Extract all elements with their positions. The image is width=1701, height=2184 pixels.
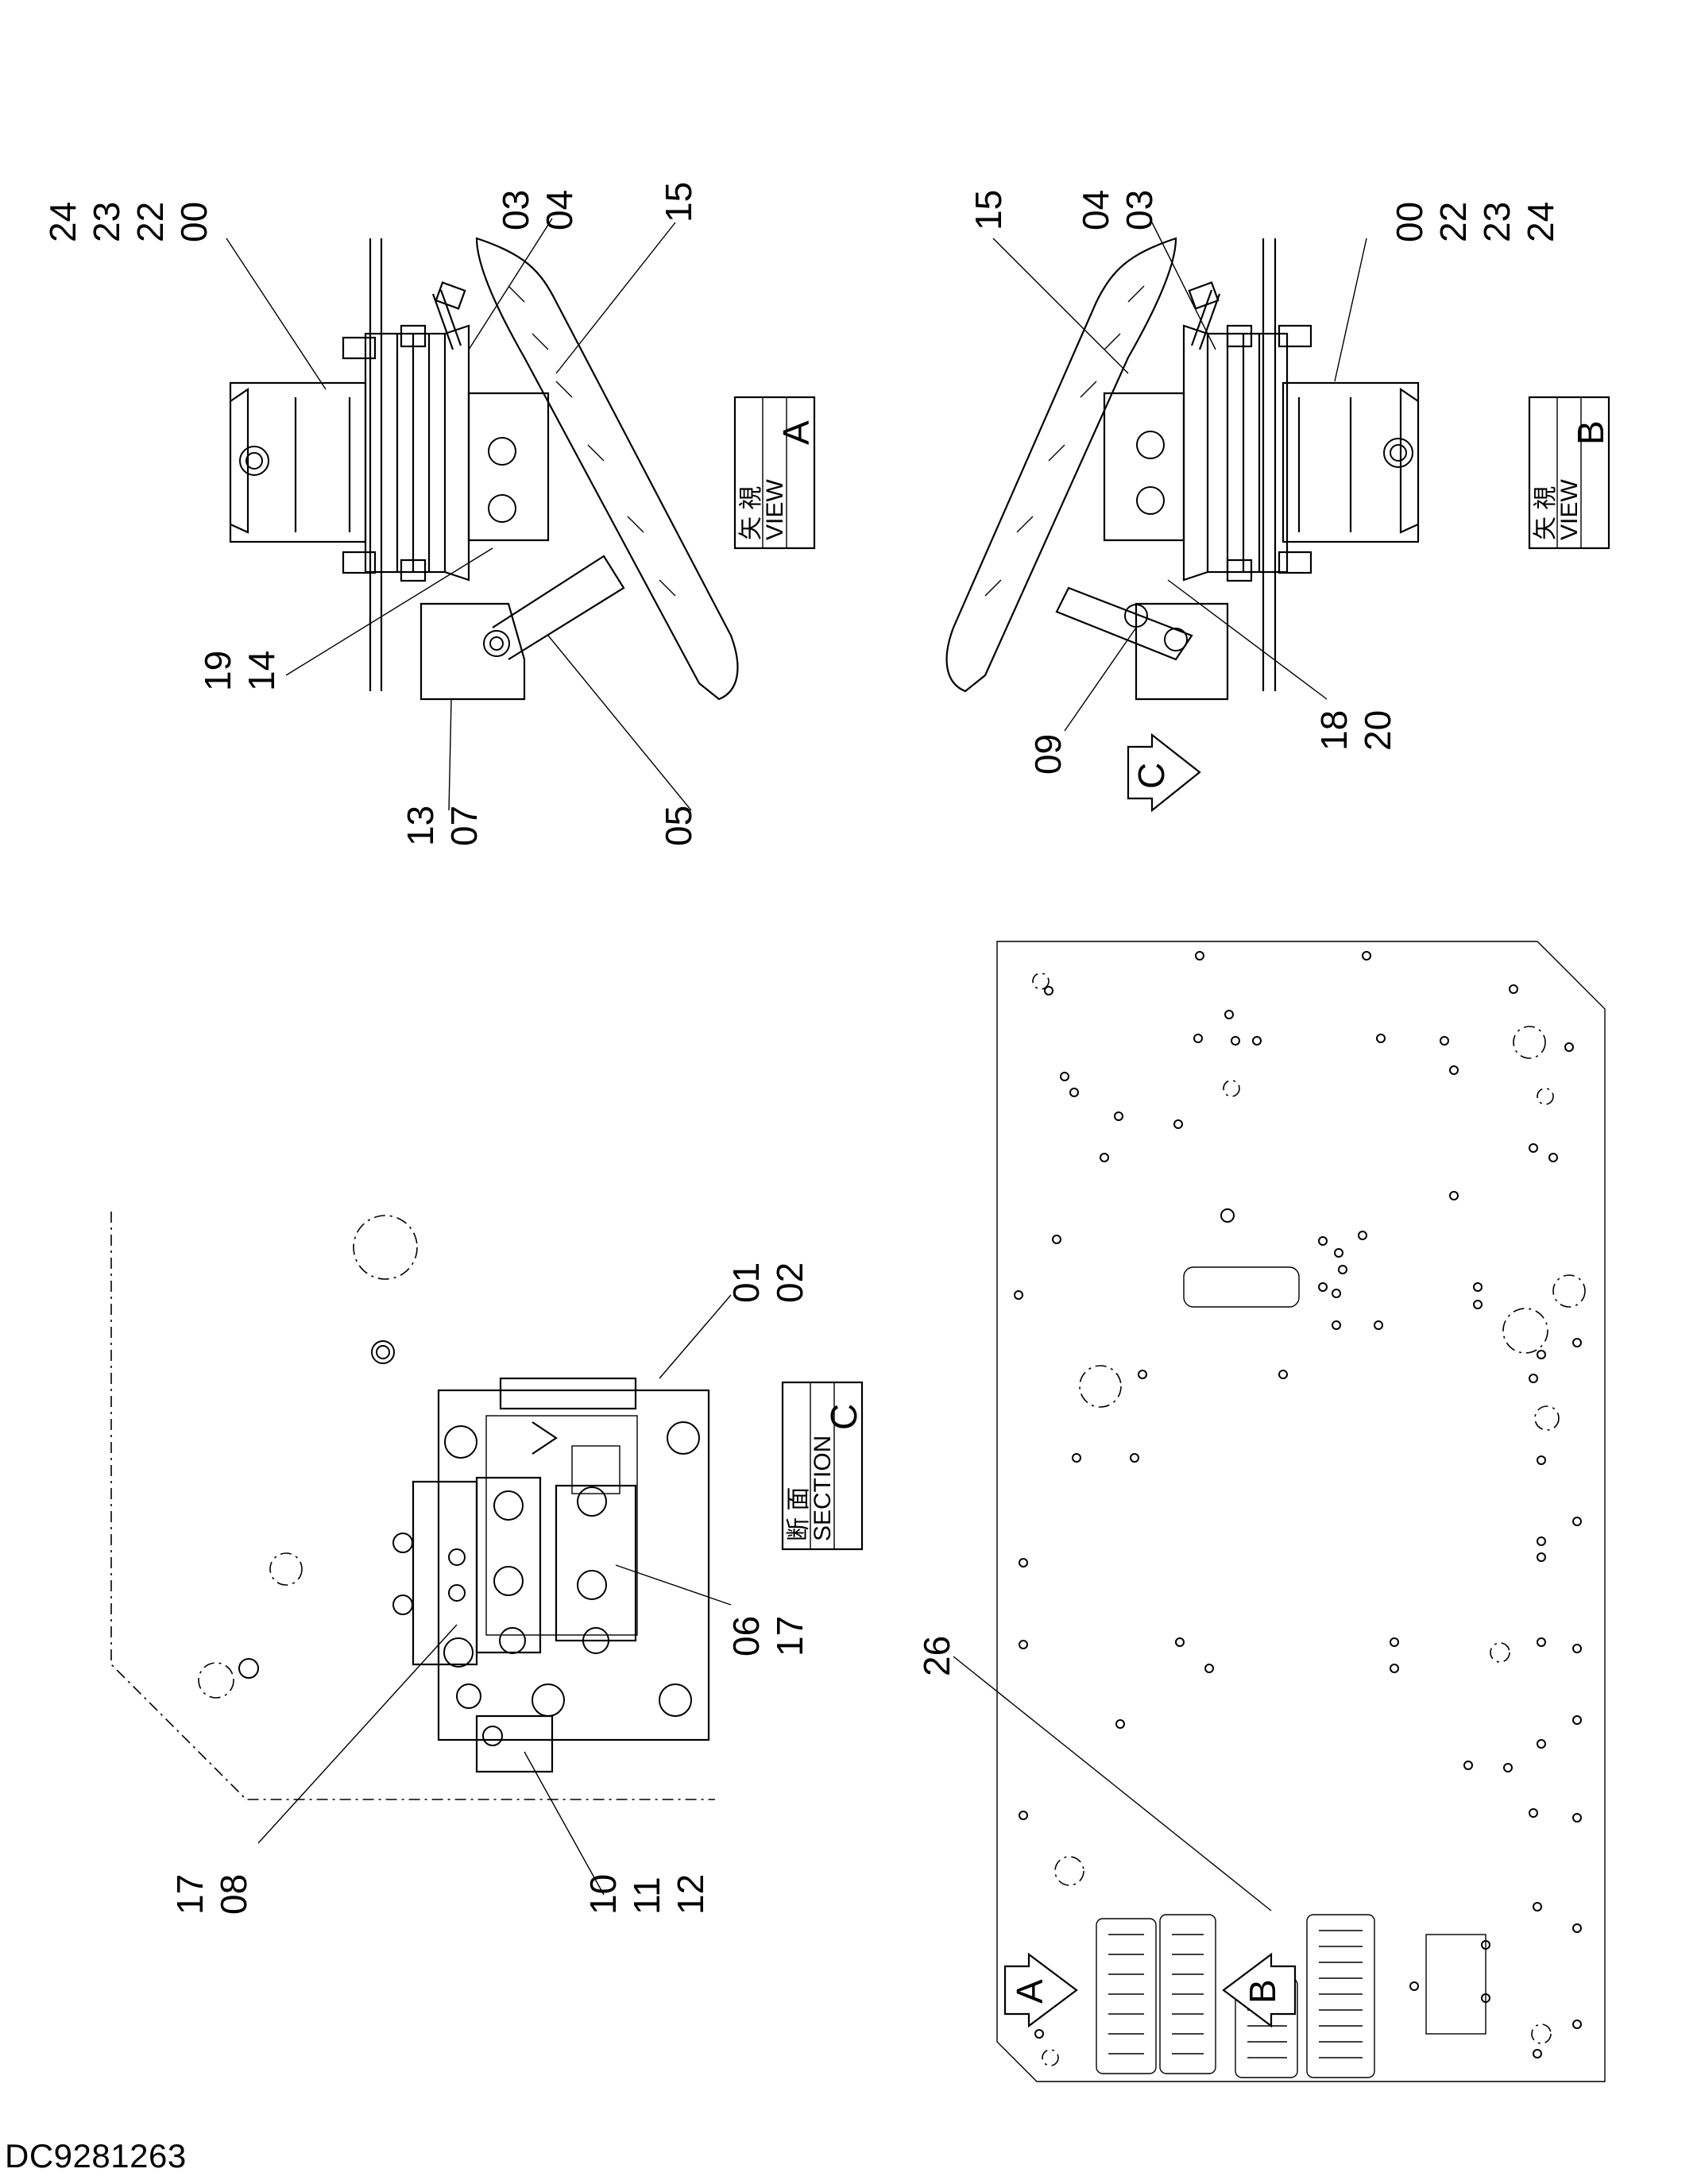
arrow-c: C <box>1127 733 1201 813</box>
svg-text:13: 13 <box>400 806 441 846</box>
view-a-drawing <box>226 218 739 811</box>
svg-text:10: 10 <box>582 1874 624 1915</box>
arrow-a: A <box>1003 1952 1078 2028</box>
pedal-tread-pattern <box>1108 1930 1363 2058</box>
svg-text:VIEW: VIEW <box>762 479 788 540</box>
callout-floor-plate: 26 <box>916 1636 957 1676</box>
svg-text:23: 23 <box>86 202 127 242</box>
svg-text:05: 05 <box>658 806 699 846</box>
callout-a-bottom-mid: 13 07 <box>400 806 485 846</box>
callout-b-top-right: 00 22 23 24 <box>1389 202 1561 242</box>
svg-text:20: 20 <box>1357 710 1398 751</box>
svg-text:矢 視: 矢 視 <box>738 486 764 540</box>
callout-c-bottom-mid: 10 11 12 <box>582 1874 711 1915</box>
svg-text:12: 12 <box>670 1874 711 1915</box>
svg-text:22: 22 <box>1432 202 1474 242</box>
svg-text:24: 24 <box>1520 202 1561 242</box>
section-c-title: 断 面 SECTION C <box>781 1381 864 1551</box>
arrow-b: B <box>1222 1952 1297 2028</box>
view-b-title: 矢 視 VIEW B <box>1528 396 1611 550</box>
svg-text:断 面: 断 面 <box>786 1487 812 1541</box>
svg-text:01: 01 <box>725 1262 767 1303</box>
view-b-drawing <box>945 222 1420 732</box>
callout-a-top-right: 15 <box>658 182 699 222</box>
callout-a-bottom-right: 05 <box>658 806 699 846</box>
svg-text:矢 視: 矢 視 <box>1533 486 1559 540</box>
callout-c-bottom-left: 17 08 <box>169 1874 254 1915</box>
svg-text:14: 14 <box>241 651 282 691</box>
section-c-drawing <box>110 1212 732 1896</box>
callout-a-top-mid: 03 04 <box>495 190 580 230</box>
svg-text:C: C <box>1131 763 1172 789</box>
svg-text:24: 24 <box>42 202 83 242</box>
callout-b-top-mid: 04 03 <box>1075 190 1160 230</box>
svg-text:04: 04 <box>1075 190 1116 230</box>
svg-text:15: 15 <box>658 182 699 222</box>
callout-b-bottom-right: 18 20 <box>1313 710 1398 751</box>
svg-text:C: C <box>823 1404 864 1430</box>
svg-text:03: 03 <box>1119 190 1160 230</box>
callout-a-bottom-left: 19 14 <box>197 651 282 691</box>
svg-text:A: A <box>1009 1979 1050 2004</box>
drawing-number: DC9281263 <box>5 2137 187 2174</box>
svg-text:04: 04 <box>539 190 580 230</box>
svg-text:18: 18 <box>1313 710 1355 751</box>
callout-b-bottom-left: 09 <box>1027 734 1069 775</box>
callout-c-top-right: 01 02 <box>725 1262 810 1303</box>
svg-text:11: 11 <box>626 1877 667 1915</box>
floor-plate-drawing <box>953 941 1606 2082</box>
svg-text:07: 07 <box>443 806 485 846</box>
svg-text:03: 03 <box>495 190 536 230</box>
svg-text:00: 00 <box>1389 202 1430 242</box>
svg-text:A: A <box>775 420 817 445</box>
svg-text:SECTION: SECTION <box>810 1436 836 1541</box>
svg-text:00: 00 <box>173 202 215 242</box>
callout-c-mid-right: 06 17 <box>725 1616 810 1656</box>
svg-text:23: 23 <box>1476 202 1517 242</box>
callout-b-top-left: 15 <box>968 190 1009 230</box>
svg-text:17: 17 <box>769 1616 810 1656</box>
callout-a-top-left: 24 23 22 00 <box>42 202 215 242</box>
svg-text:19: 19 <box>197 651 238 691</box>
svg-text:08: 08 <box>213 1874 254 1915</box>
svg-text:17: 17 <box>169 1874 211 1915</box>
svg-text:B: B <box>1570 420 1611 445</box>
view-a-title: 矢 視 VIEW A <box>733 396 817 550</box>
svg-text:26: 26 <box>916 1636 957 1676</box>
svg-text:B: B <box>1242 1979 1283 2004</box>
svg-text:15: 15 <box>968 190 1009 230</box>
svg-text:06: 06 <box>725 1616 767 1656</box>
svg-text:VIEW: VIEW <box>1556 479 1583 540</box>
svg-text:09: 09 <box>1027 734 1069 775</box>
svg-text:22: 22 <box>130 202 171 242</box>
svg-text:02: 02 <box>769 1262 810 1303</box>
